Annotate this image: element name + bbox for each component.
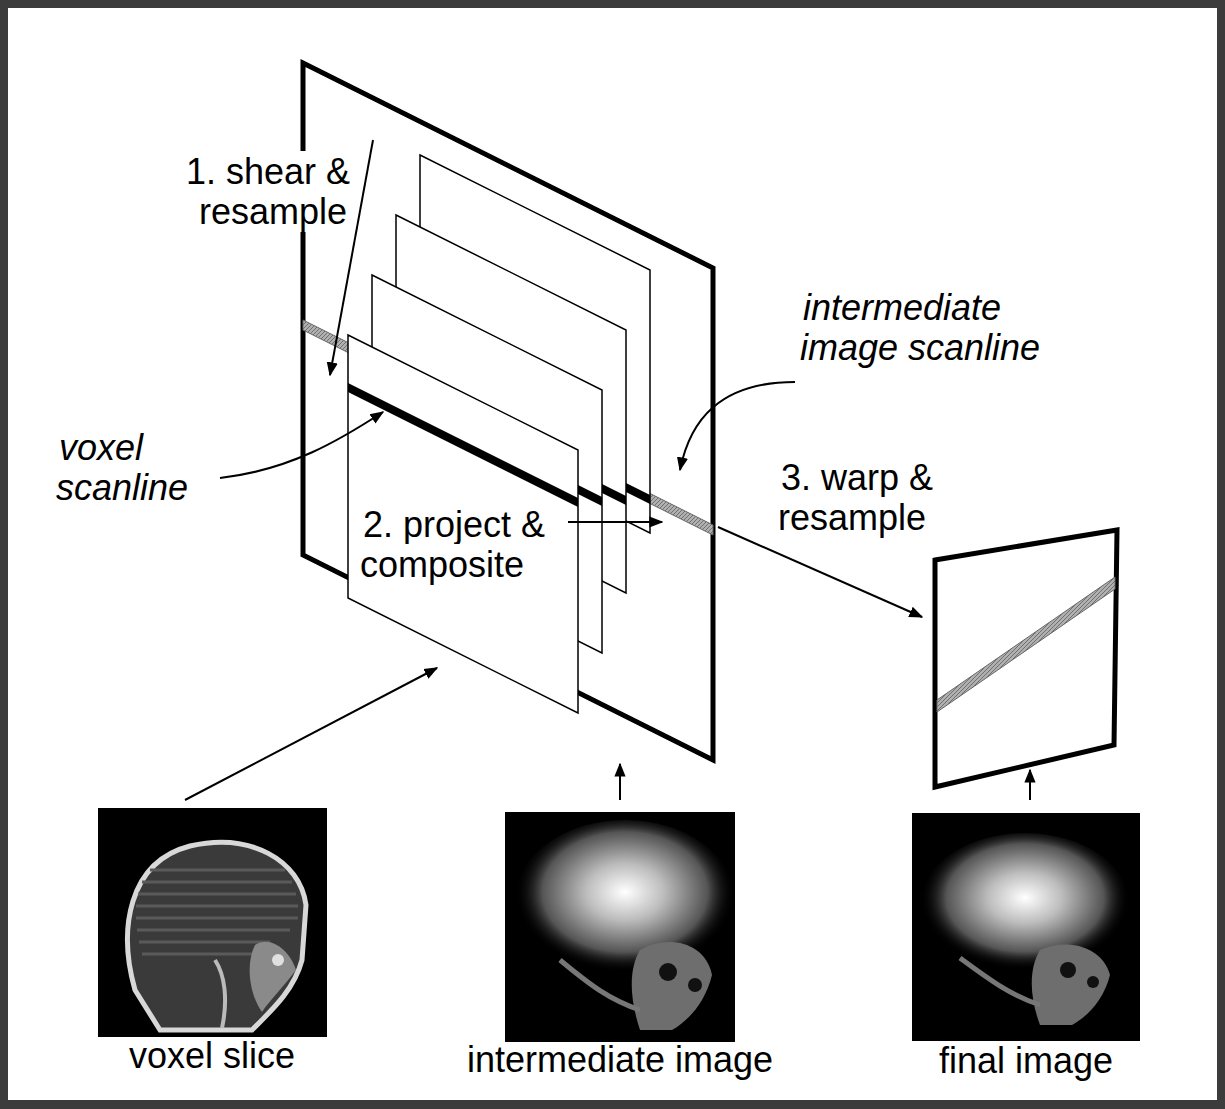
label-box: 1. shear & resample xyxy=(150,152,350,232)
image-caption: voxel slice xyxy=(32,1036,392,1076)
intermediate-image xyxy=(505,812,735,1042)
label-box: 2. project & composite xyxy=(360,505,560,585)
image-caption: intermediate image xyxy=(440,1040,800,1080)
intermediate-plane xyxy=(303,63,713,760)
page-ground xyxy=(8,8,1217,1100)
label-box: intermediate image scanline xyxy=(800,288,1070,368)
step-label: 1. shear & resample xyxy=(183,151,350,232)
image-panel: voxel slice xyxy=(32,808,392,1076)
image-panel: final image xyxy=(846,813,1206,1081)
callout-label: intermediate image scanline xyxy=(800,287,1043,368)
voxel-slice-image xyxy=(98,808,327,1037)
step-label: 2. project & composite xyxy=(360,504,545,585)
final-image xyxy=(912,813,1140,1041)
step-label: 3. warp & resample xyxy=(778,457,933,538)
label-box: 3. warp & resample xyxy=(778,458,958,538)
callout-label: voxel scanline xyxy=(56,427,191,508)
voxel-slices xyxy=(348,155,650,713)
label-box: voxel scanline xyxy=(56,428,216,508)
leader-arrows xyxy=(185,140,1030,800)
image-panel: intermediate image xyxy=(440,812,800,1080)
image-caption: final image xyxy=(846,1041,1206,1081)
final-scanline xyxy=(937,577,1115,712)
final-plane xyxy=(935,530,1117,787)
